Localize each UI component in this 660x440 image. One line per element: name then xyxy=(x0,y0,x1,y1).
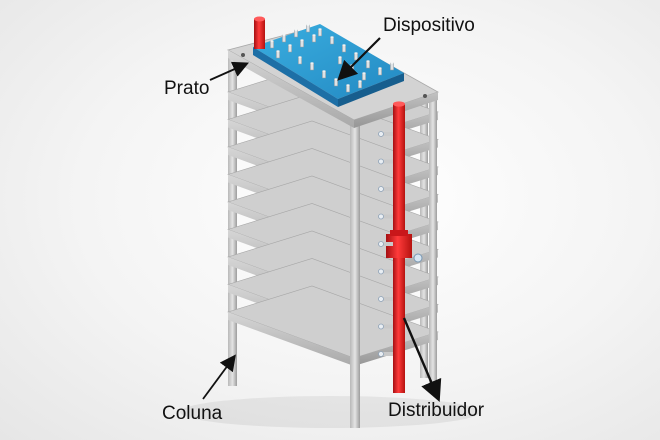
branch-fitting xyxy=(379,352,384,357)
connector-pin-cap xyxy=(288,44,291,46)
connector-pin xyxy=(322,71,325,78)
connector-pin-cap xyxy=(330,36,333,38)
branch-fitting xyxy=(379,242,384,247)
connector-pin-cap xyxy=(390,62,393,64)
branch-fitting xyxy=(379,324,384,329)
connector-pin-cap xyxy=(354,52,357,54)
connector-pin-cap xyxy=(306,24,309,26)
connector-pin-cap xyxy=(346,84,349,86)
connector-pin-cap xyxy=(312,34,315,36)
branch-fitting xyxy=(379,132,384,137)
connector-pin-cap xyxy=(362,72,365,74)
connector-pin xyxy=(354,53,357,60)
connector-pin xyxy=(318,29,321,36)
branch-fitting xyxy=(379,269,384,274)
connector-pin-cap xyxy=(300,39,303,41)
column-post xyxy=(350,110,360,428)
connector-pin xyxy=(338,57,341,64)
connector-pin-cap xyxy=(270,40,273,42)
connector-pin xyxy=(378,68,381,75)
connector-pin xyxy=(346,85,349,92)
connector-pin-cap xyxy=(358,80,361,82)
connector-pin xyxy=(366,61,369,68)
connector-pin xyxy=(298,57,301,64)
connector-pin xyxy=(306,25,309,32)
label-column: Coluna xyxy=(162,404,222,423)
distributor-tube-left xyxy=(254,19,265,49)
connector-pin-cap xyxy=(338,56,341,58)
label-plate: Prato xyxy=(164,79,209,98)
column-post xyxy=(228,58,237,386)
connector-pin-cap xyxy=(276,50,279,52)
connector-pin xyxy=(300,40,303,47)
label-distributor: Distribuidor xyxy=(388,401,484,420)
connector-pin-cap xyxy=(378,67,381,69)
connector-pin xyxy=(310,63,313,70)
connector-pin xyxy=(390,63,393,70)
connector-pin xyxy=(282,35,285,42)
connector-pin-cap xyxy=(366,60,369,62)
connector-pin xyxy=(362,73,365,80)
connector-pin-cap xyxy=(310,62,313,64)
column-post xyxy=(429,95,437,387)
branch-fitting xyxy=(379,297,384,302)
connector-pin-cap xyxy=(282,34,285,36)
connector-pin-cap xyxy=(334,78,337,80)
connector-pin xyxy=(358,81,361,88)
branch-fitting xyxy=(379,214,384,219)
connector-pin-cap xyxy=(322,70,325,72)
connector-pin-cap xyxy=(318,28,321,30)
connector-pin xyxy=(330,37,333,44)
connector-pin xyxy=(288,45,291,52)
connector-pin xyxy=(312,35,315,42)
label-device: Dispositivo xyxy=(383,16,475,35)
connector-pin-cap xyxy=(294,29,297,31)
connector-pin xyxy=(334,79,337,86)
connector-pin-cap xyxy=(298,56,301,58)
branch-fitting xyxy=(379,159,384,164)
connector-pin xyxy=(294,30,297,37)
connector-pin-cap xyxy=(342,44,345,46)
connector-pin xyxy=(342,45,345,52)
connector-pin xyxy=(276,51,279,58)
branch-fitting xyxy=(379,187,384,192)
connector-pin xyxy=(270,41,273,48)
